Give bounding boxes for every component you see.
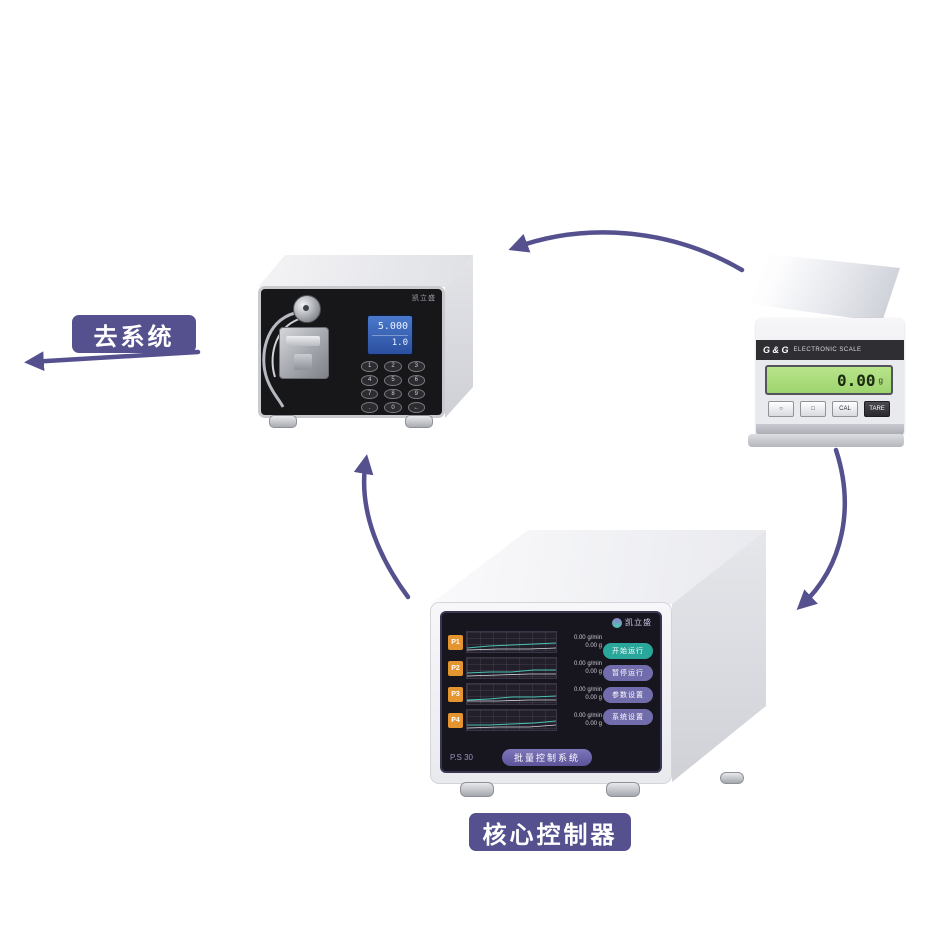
channel-flow: 0.00 g/min xyxy=(573,661,602,667)
pump-keypad: 1 2 3 4 5 6 7 8 9 . 0 ← xyxy=(361,361,425,413)
label-core-controller: 核心控制器 xyxy=(469,813,631,851)
pump-front-panel: 凯立盛 5.000 1.0 1 2 3 4 5 6 7 8 9 . xyxy=(258,286,445,418)
pump-key-5: 5 xyxy=(384,374,402,386)
controller-pause-button: 暂停运行 xyxy=(603,665,653,681)
controller-touchscreen: 凯立盛 P1 0.00 g/min 0.00 g P2 xyxy=(440,611,662,773)
scale-buttons: ○ □ CAL TARE xyxy=(765,401,893,417)
channel-chart xyxy=(466,631,557,653)
controller-device: 凯立盛 P1 0.00 g/min 0.00 g P2 xyxy=(420,520,772,812)
arrow-scale-to-pump xyxy=(508,230,745,273)
pump-key-3: 3 xyxy=(407,361,425,372)
controller-front-panel: 凯立盛 P1 0.00 g/min 0.00 g P2 xyxy=(430,602,672,784)
pump-key-9: 9 xyxy=(407,388,425,400)
scale-brand-band: G & G ELECTRONIC SCALE xyxy=(756,340,904,360)
channel-values: 0.00 g/min 0.00 g xyxy=(560,634,602,650)
controller-system-pill: 批量控制系统 xyxy=(502,748,593,766)
channel-values: 0.00 g/min 0.00 g xyxy=(560,686,602,702)
channel-total: 0.00 g xyxy=(585,669,602,675)
scale-product-title: ELECTRONIC SCALE xyxy=(793,347,862,353)
pump-key-6: 6 xyxy=(407,374,425,386)
label-core-controller-text: 核心控制器 xyxy=(482,821,618,849)
pump-lcd-screen: 5.000 1.0 xyxy=(367,315,413,355)
channel-row-4: P4 0.00 g/min 0.00 g xyxy=(448,709,602,731)
scale-cal-button: CAL xyxy=(832,401,858,417)
channel-total: 0.00 g xyxy=(585,721,602,727)
controller-foot-left xyxy=(460,782,494,797)
scale-lcd-display: 0.00 g xyxy=(765,365,893,395)
channel-chart xyxy=(466,709,557,731)
pump-device: 凯立盛 5.000 1.0 1 2 3 4 5 6 7 8 9 . xyxy=(255,255,475,450)
scale-power-button: ○ xyxy=(768,401,794,417)
channel-total: 0.00 g xyxy=(585,695,602,701)
pump-lcd-line2: 1.0 xyxy=(372,335,408,349)
brand-swirl-icon xyxy=(612,617,622,628)
arrow-controller-to-pump xyxy=(353,454,411,600)
pump-key-dot: . xyxy=(361,402,379,413)
pump-key-7: 7 xyxy=(361,388,379,400)
channel-chart xyxy=(466,683,557,705)
channel-values: 0.00 g/min 0.00 g xyxy=(560,660,602,676)
arrow-to-system xyxy=(24,349,201,372)
channel-tag: P2 xyxy=(448,660,463,676)
label-to-system-text: 去系统 xyxy=(93,323,175,351)
channel-total: 0.00 g xyxy=(585,643,602,649)
controller-foot-right xyxy=(606,782,640,797)
controller-pause-label: 暂停运行 xyxy=(612,670,644,677)
controller-brand-name: 凯立盛 xyxy=(625,618,652,627)
controller-brand: 凯立盛 xyxy=(612,617,652,628)
controller-params-label: 参数设置 xyxy=(612,692,644,699)
pump-head-body xyxy=(279,327,329,379)
channel-chart xyxy=(466,657,557,679)
channel-flow: 0.00 g/min xyxy=(573,713,602,719)
pump-key-8: 8 xyxy=(384,388,402,400)
channel-row-2: P2 0.00 g/min 0.00 g xyxy=(448,657,602,679)
controller-bottom-bar: P.S 30 批量控制系统 xyxy=(450,748,656,766)
label-to-system: 去系统 xyxy=(72,315,196,353)
channel-values: 0.00 g/min 0.00 g xyxy=(560,712,602,728)
scale-mode-button: □ xyxy=(800,401,826,417)
controller-start-label: 开始运行 xyxy=(612,648,644,655)
scale-weight-value: 0.00 xyxy=(837,370,876,390)
channel-row-1: P1 0.00 g/min 0.00 g xyxy=(448,631,602,653)
channel-flow: 0.00 g/min xyxy=(573,687,602,693)
pump-head-knob xyxy=(293,295,321,323)
pump-lcd-line1: 5.000 xyxy=(377,321,408,332)
scale-body: G & G ELECTRONIC SCALE 0.00 g ○ □ CAL TA… xyxy=(756,318,904,436)
channel-tag: P1 xyxy=(448,634,463,650)
pump-key-1: 1 xyxy=(361,361,379,372)
scale-weight-unit: g xyxy=(878,375,883,385)
controller-buttons: 开始运行 暂停运行 参数设置 系统设置 xyxy=(603,643,653,731)
controller-start-button: 开始运行 xyxy=(603,643,653,659)
pump-side-surface xyxy=(445,255,473,418)
pump-top-surface xyxy=(258,255,473,287)
pump-brand-logo: 凯立盛 xyxy=(412,295,436,302)
pump-key-2: 2 xyxy=(384,361,402,372)
controller-foot-side xyxy=(720,772,744,784)
channel-tag: P3 xyxy=(448,686,463,702)
channel-row-3: P3 0.00 g/min 0.00 g xyxy=(448,683,602,705)
scale-base xyxy=(756,424,904,436)
channel-rows: P1 0.00 g/min 0.00 g P2 xyxy=(448,631,602,735)
channel-tag: P4 xyxy=(448,712,463,728)
controller-params-button: 参数设置 xyxy=(603,687,653,703)
pump-key-enter: ← xyxy=(407,402,425,413)
controller-model: P.S 30 xyxy=(450,752,473,762)
controller-system-button: 系统设置 xyxy=(603,709,653,725)
pump-key-0: 0 xyxy=(384,402,402,413)
scale-tare-button: TARE xyxy=(864,401,890,417)
scale-brand-logo: G & G xyxy=(763,345,789,355)
scale-foot xyxy=(748,434,904,447)
pump-foot-left xyxy=(269,415,297,428)
arrow-scale-to-controller xyxy=(796,447,847,611)
pump-foot-right xyxy=(405,415,433,428)
pump-key-4: 4 xyxy=(361,374,379,386)
channel-flow: 0.00 g/min xyxy=(573,635,602,641)
scale-platter xyxy=(750,254,900,322)
scale-device: G & G ELECTRONIC SCALE 0.00 g ○ □ CAL TA… xyxy=(748,246,912,451)
controller-system-label: 系统设置 xyxy=(612,714,644,721)
scale-control-panel: 0.00 g ○ □ CAL TARE xyxy=(756,360,904,424)
